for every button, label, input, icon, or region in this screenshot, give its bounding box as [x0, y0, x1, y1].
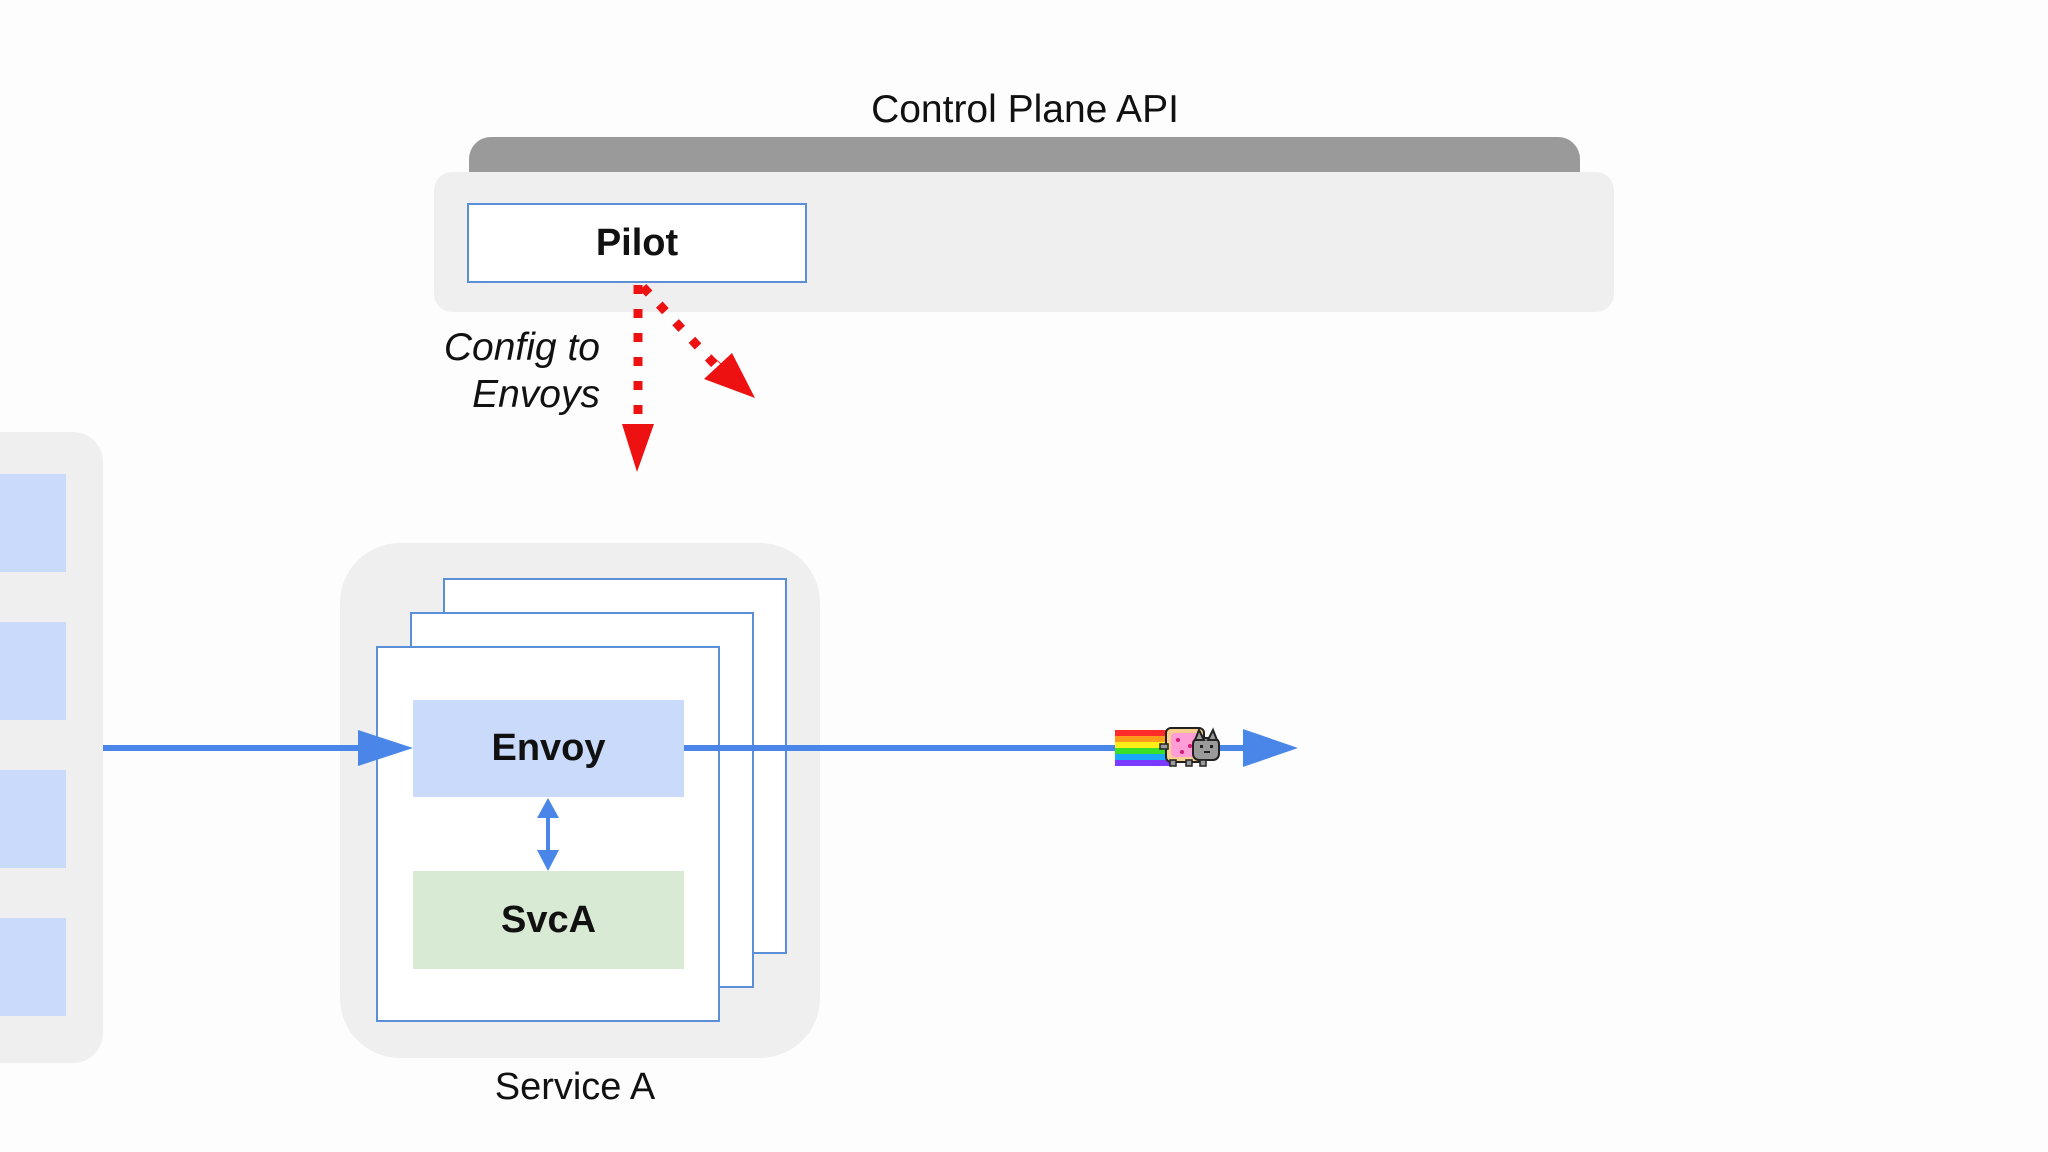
left-service-block [0, 622, 66, 720]
control-plane-title: Control Plane API [871, 88, 1179, 131]
left-service-block [0, 918, 66, 1016]
svca-label: SvcA [500, 898, 597, 941]
config-arrow-down [622, 285, 654, 472]
envoy-box: Envoy [413, 700, 684, 797]
service-a-label: Service A [494, 1066, 656, 1108]
left-service-block [0, 474, 66, 572]
config-label-line-1: Config to [443, 326, 600, 369]
nyan-cat-icon [1115, 727, 1220, 767]
config-label: Config to Envoys [380, 324, 600, 418]
left-service-block [0, 770, 66, 868]
config-label-line-2: Envoys [472, 373, 600, 416]
pilot-label: Pilot [595, 221, 679, 264]
svca-box: SvcA [413, 871, 684, 969]
pilot-box: Pilot [467, 203, 807, 283]
envoy-label: Envoy [491, 727, 606, 769]
